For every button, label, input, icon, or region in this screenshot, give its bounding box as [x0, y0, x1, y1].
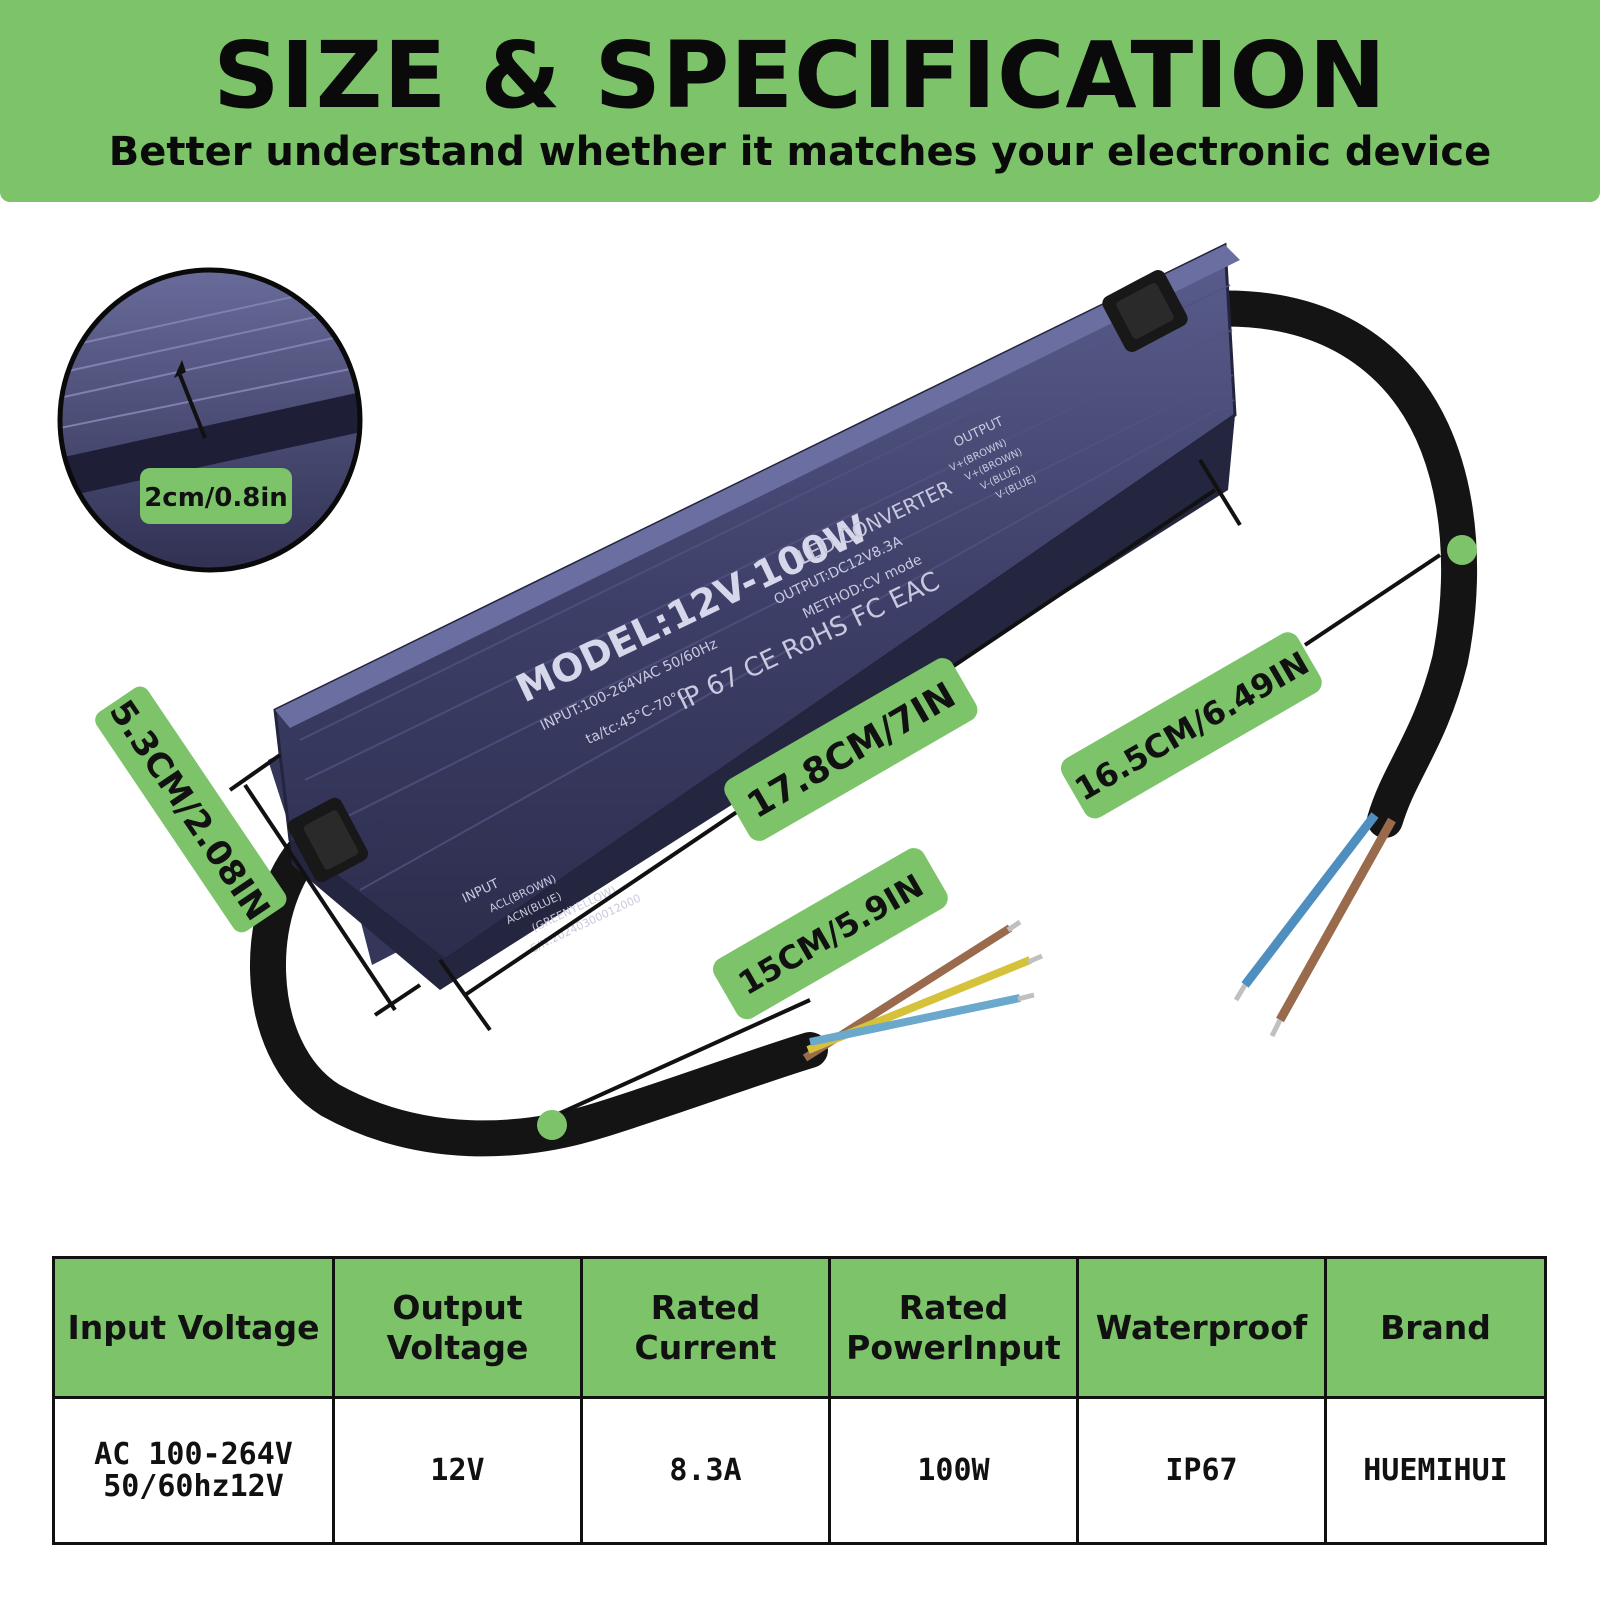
- product-illustration: MODEL:12V-100W INPUT:100-264VAC 50/60Hz …: [57, 242, 1478, 1157]
- output-cable: [1112, 290, 1478, 838]
- output-wires: [1233, 812, 1396, 1038]
- value-waterproof: IP67: [1076, 1396, 1327, 1545]
- input-cable: [249, 822, 828, 1157]
- tag-output-cable: 16.5CM/6.49IN: [1060, 632, 1322, 819]
- svg-text:16.5CM/6.49IN: 16.5CM/6.49IN: [1068, 644, 1315, 809]
- value-brand: HUEMIHUI: [1324, 1396, 1547, 1545]
- cable-gland-output: [1102, 270, 1188, 352]
- cable-marker-output: [1447, 535, 1477, 565]
- zoom-circle-outline: [57, 267, 363, 573]
- svg-text:5.3CM/2.08IN: 5.3CM/2.08IN: [101, 693, 278, 928]
- cable-marker-input: [537, 1110, 567, 1140]
- zoom-detail: [60, 270, 360, 570]
- tag-height: 2cm/0.8in: [140, 468, 292, 524]
- header-banner: SIZE & SPECIFICATION Better understand w…: [0, 0, 1600, 202]
- header-brand: Brand: [1324, 1256, 1547, 1399]
- value-output-voltage: 12V: [332, 1396, 583, 1545]
- value-rated-power: 100W: [828, 1396, 1079, 1545]
- tag-input-cable: 15CM/5.9IN: [712, 848, 948, 1020]
- cable-gland-input: [287, 797, 369, 883]
- svg-text:2cm/0.8in: 2cm/0.8in: [144, 483, 288, 513]
- page-title: SIZE & SPECIFICATION: [213, 22, 1387, 129]
- page-subtitle: Better understand whether it matches you…: [108, 129, 1492, 175]
- header-waterproof: Waterproof: [1076, 1256, 1327, 1399]
- header-input-voltage: Input Voltage: [52, 1256, 335, 1399]
- input-wires: [802, 919, 1043, 1062]
- value-rated-current: 8.3A: [580, 1396, 831, 1545]
